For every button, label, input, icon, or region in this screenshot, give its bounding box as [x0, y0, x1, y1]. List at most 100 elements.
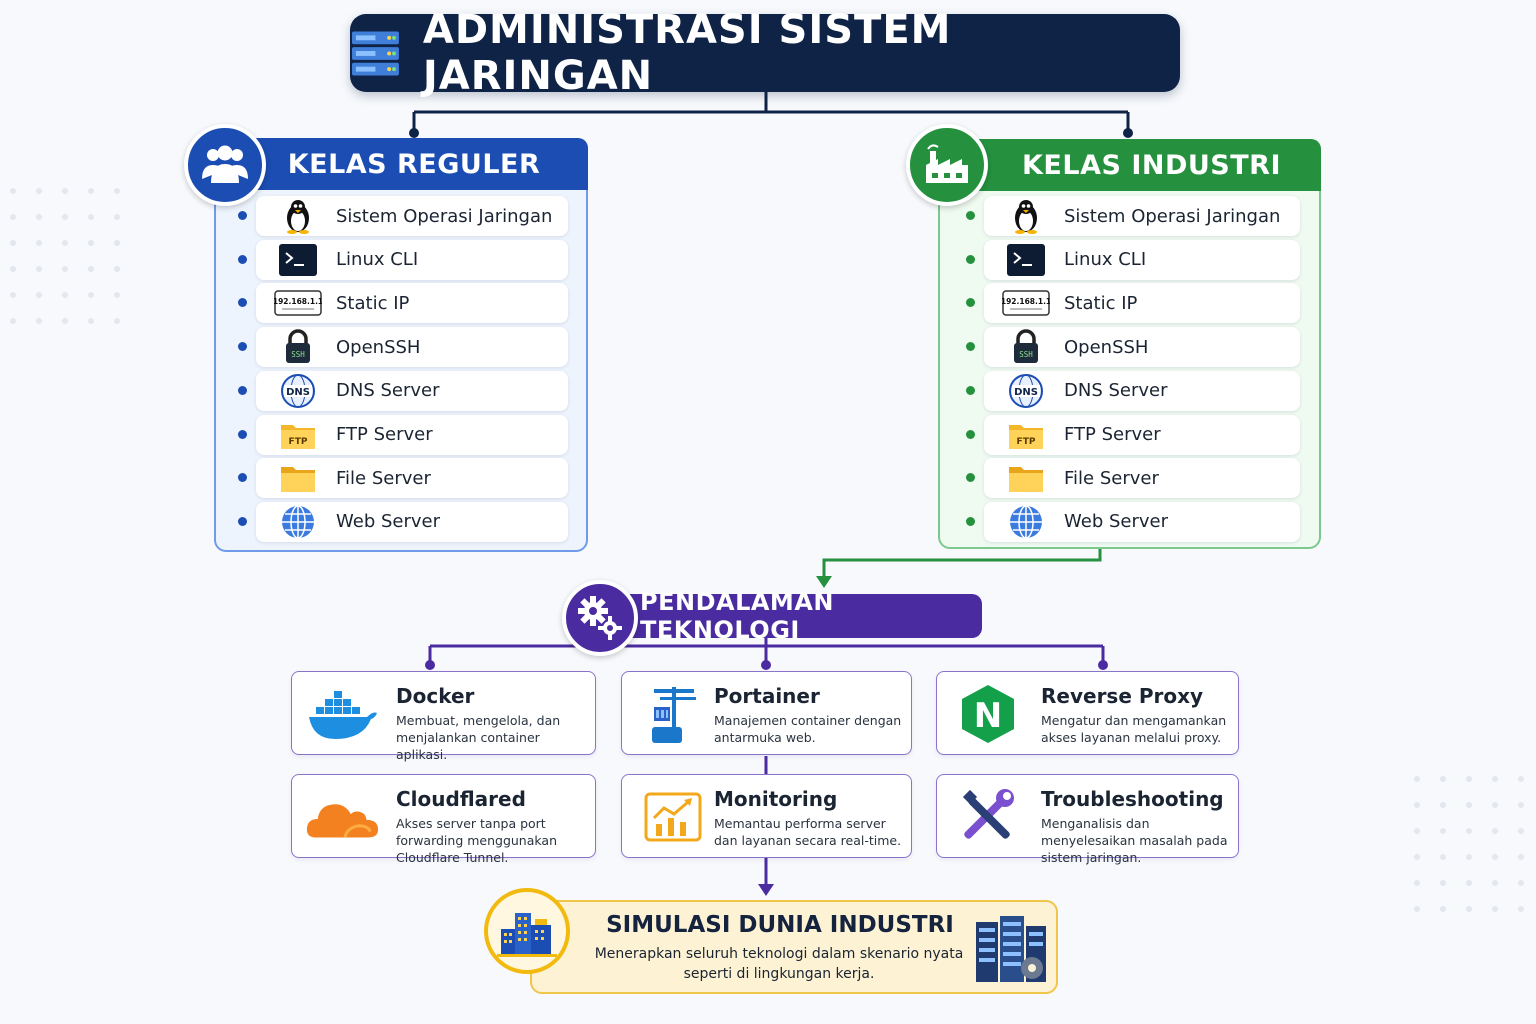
- tech-card-docker[interactable]: Docker Membuat, mengelola, dan menjalank…: [291, 671, 596, 762]
- timeline-dot: [238, 385, 247, 395]
- ssh-lock-icon: SSH: [998, 327, 1054, 367]
- item-label: FTP Server: [1064, 424, 1161, 445]
- timeline-dot: [238, 342, 247, 352]
- list-item: Sistem Operasi Jaringan: [256, 196, 568, 236]
- portainer-crane-icon: [636, 682, 710, 746]
- card-title: Troubleshooting: [1041, 787, 1224, 811]
- item-label: OpenSSH: [336, 336, 421, 358]
- globe-icon: [270, 502, 326, 542]
- item-label: Static IP: [1064, 292, 1138, 314]
- dns-icon-text: DNS: [286, 387, 310, 398]
- timeline-dot: [966, 473, 975, 483]
- item-label: FTP Server: [336, 424, 433, 445]
- server-rack-icon: [351, 31, 399, 76]
- nginx-icon-text: N: [974, 696, 1002, 736]
- tools-icon: [951, 785, 1025, 849]
- item-label: Sistem Operasi Jaringan: [336, 205, 553, 227]
- ssh-lock-icon: SSH: [270, 327, 326, 367]
- ip-icon-text: 192.168.1.1: [274, 297, 322, 306]
- chart-monitor-icon: [636, 785, 710, 849]
- timeline-dot: [966, 385, 975, 395]
- tech-card-monitoring[interactable]: Monitoring Memantau performa server dan …: [621, 774, 912, 858]
- globe-icon: [998, 502, 1054, 542]
- item-label: File Server: [1064, 467, 1159, 489]
- terminal-icon: [998, 240, 1054, 280]
- timeline-dot: [966, 254, 975, 264]
- item-label: File Server: [336, 467, 431, 489]
- tech-card-cloudflared[interactable]: Cloudflared Akses server tanpa port forw…: [291, 774, 596, 865]
- ip-address-icon: 192.168.1.1: [998, 283, 1054, 323]
- users-group-icon: [184, 124, 266, 206]
- timeline-dot: [966, 516, 975, 526]
- tech-card-reverse-proxy[interactable]: N Reverse Proxy Mengatur dan mengamankan…: [936, 671, 1239, 755]
- timeline-dot: [966, 298, 975, 308]
- panel-title: KELAS REGULER: [287, 148, 541, 180]
- item-label: OpenSSH: [1064, 336, 1149, 358]
- list-item: DNS DNS Server: [256, 370, 568, 411]
- card-description: Manajemen container dengan antarmuka web…: [714, 713, 902, 745]
- list-item: File Server: [256, 458, 568, 499]
- datacenter-gear-icon: [976, 916, 1046, 982]
- list-item: Web Server: [984, 501, 1300, 542]
- panel-title: KELAS INDUSTRI: [1022, 149, 1281, 181]
- list-item: File Server: [984, 458, 1300, 499]
- list-item: SSH OpenSSH: [256, 327, 568, 368]
- timeline-dot: [238, 211, 247, 220]
- ftp-folder-icon: FTP: [998, 415, 1054, 455]
- panel-header: KELAS REGULER: [214, 138, 588, 190]
- item-label: Static IP: [336, 292, 410, 314]
- card-description: Mengatur dan mengamankan akses layanan m…: [1041, 713, 1227, 745]
- card-description: Memantau performa server dan layanan sec…: [714, 816, 902, 848]
- docker-whale-icon: [306, 682, 380, 746]
- ip-address-icon: 192.168.1.1: [270, 283, 326, 323]
- terminal-icon: [270, 240, 326, 280]
- tech-card-portainer[interactable]: Portainer Manajemen container dengan ant…: [621, 671, 912, 755]
- timeline-dot: [966, 342, 975, 352]
- item-label: Web Server: [1064, 511, 1168, 533]
- dns-globe-icon: DNS: [998, 371, 1054, 411]
- list-item: 192.168.1.1 Static IP: [984, 283, 1300, 324]
- list-item: FTP FTP Server: [256, 414, 568, 455]
- linux-penguin-icon: [270, 196, 326, 236]
- card-description: Membuat, mengelola, dan menjalankan cont…: [396, 713, 561, 762]
- card-title: Reverse Proxy: [1041, 684, 1204, 708]
- list-item: Linux CLI: [984, 239, 1300, 280]
- card-title: Portainer: [714, 684, 820, 708]
- city-buildings-icon: [484, 888, 570, 974]
- linux-penguin-icon: [998, 196, 1054, 236]
- card-description: Akses server tanpa port forwarding mengg…: [396, 816, 557, 865]
- timeline-dot: [966, 211, 975, 220]
- list-item: 192.168.1.1 Static IP: [256, 283, 568, 324]
- list-item: FTP FTP Server: [984, 414, 1300, 455]
- ssh-icon-text: SSH: [1019, 350, 1033, 359]
- folder-icon: [998, 458, 1054, 498]
- folder-icon: [270, 458, 326, 498]
- simulation-title: SIMULASI DUNIA INDUSTRI: [606, 912, 954, 938]
- item-label: Web Server: [336, 511, 440, 533]
- list-item: Sistem Operasi Jaringan: [984, 196, 1300, 236]
- timeline-dot: [238, 254, 247, 264]
- title-banner: ADMINISTRASI SISTEM JARINGAN: [350, 7, 1180, 99]
- item-label: Linux CLI: [1064, 249, 1147, 271]
- panel-header: KELAS INDUSTRI: [938, 139, 1321, 191]
- page-title: ADMINISTRASI SISTEM JARINGAN: [422, 7, 952, 99]
- list-item: Linux CLI: [256, 239, 568, 280]
- timeline-dot: [238, 298, 247, 308]
- timeline-dot: [238, 429, 247, 439]
- tech-card-troubleshooting[interactable]: Troubleshooting Menganalisis dan menyele…: [936, 774, 1239, 865]
- ftp-icon-text: FTP: [1017, 437, 1036, 447]
- card-description: Menganalisis dan menyelesaikan masalah p…: [1041, 816, 1228, 865]
- simulation-description: Menerapkan seluruh teknologi dalam skena…: [594, 946, 964, 982]
- card-title: Cloudflared: [396, 787, 526, 811]
- simulation-box: [530, 900, 1058, 994]
- ftp-folder-icon: FTP: [270, 415, 326, 455]
- list-item: Web Server: [256, 501, 568, 542]
- tech-section-header: PENDALAMAN TEKNOLOGI: [600, 588, 982, 644]
- timeline-dot: [966, 429, 975, 439]
- tech-section-title: PENDALAMAN TEKNOLOGI: [640, 588, 834, 644]
- list-item: SSH OpenSSH: [984, 327, 1300, 368]
- dns-icon-text: DNS: [1014, 387, 1038, 398]
- item-label: DNS Server: [336, 380, 440, 402]
- nginx-icon: N: [951, 682, 1025, 746]
